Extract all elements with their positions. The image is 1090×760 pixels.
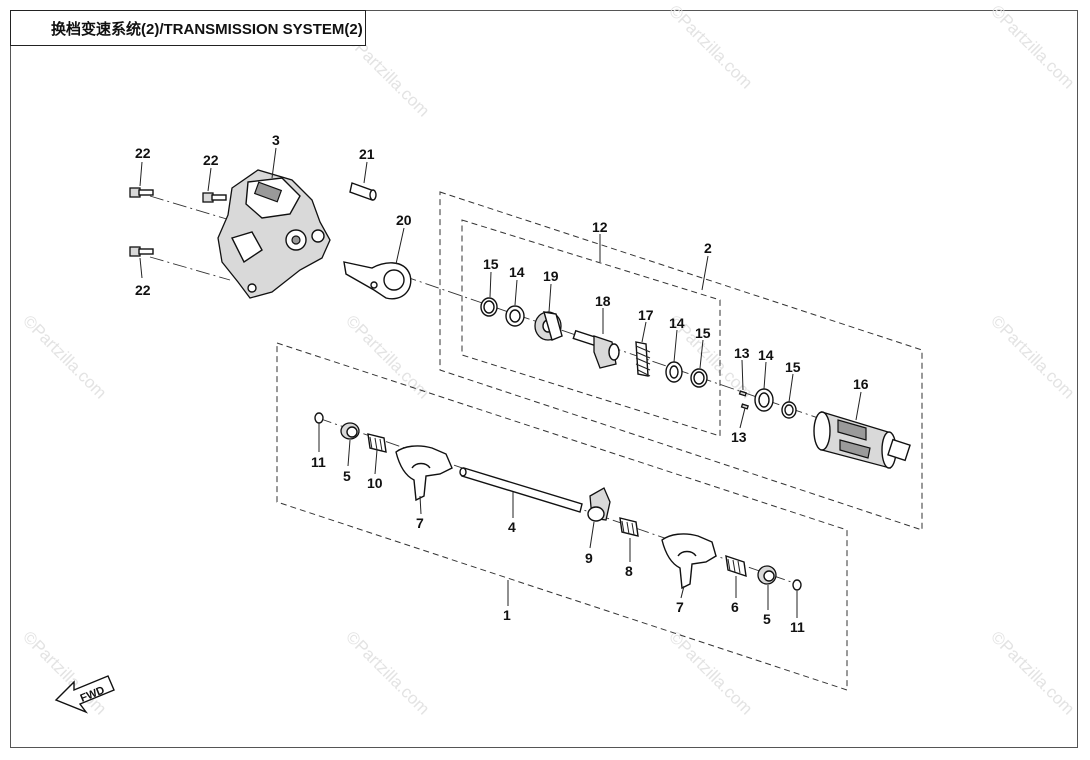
callout-7: 7 — [416, 515, 424, 531]
part-11-clip-a — [314, 412, 324, 424]
leader-lines — [139, 147, 862, 618]
callout-22: 22 — [135, 145, 151, 161]
part-15-snap-ring-b — [690, 368, 708, 388]
watermark-text: ©Partzilla.com — [342, 627, 433, 718]
callout-1: 1 — [503, 607, 511, 623]
callout-5: 5 — [763, 611, 771, 627]
watermark-text: ©Partzilla.com — [987, 311, 1078, 402]
callout-21: 21 — [359, 146, 375, 162]
watermark-text: ©Partzilla.com — [342, 311, 433, 402]
callout-17: 17 — [638, 307, 654, 323]
callout-14: 14 — [758, 347, 774, 363]
callout-8: 8 — [625, 563, 633, 579]
callout-20: 20 — [396, 212, 412, 228]
page-title: 换档变速系统(2)/TRANSMISSION SYSTEM(2) — [51, 20, 363, 38]
part-5-collar-b — [757, 565, 777, 585]
bolt-22-top-left — [129, 187, 154, 198]
watermark-text: ©Partzilla.com — [19, 311, 110, 402]
part-7-fork-a — [395, 445, 453, 502]
bolt-22-top — [202, 192, 227, 203]
callout-11: 11 — [311, 454, 326, 470]
part-4-fork-shaft — [459, 467, 583, 513]
callout-15: 15 — [785, 359, 801, 375]
callout-22: 22 — [203, 152, 219, 168]
group-2-outline — [439, 191, 923, 531]
callout-11: 11 — [790, 619, 805, 635]
watermark-text: ©Partzilla.com — [665, 627, 756, 718]
callouts: 22 22 22 3 21 20 12 2 15 14 19 18 17 14 … — [135, 132, 869, 635]
part-20-plate-arm — [343, 261, 412, 300]
callout-19: 19 — [543, 268, 559, 284]
watermark-text: ©Partzilla.com — [19, 627, 110, 718]
part-9-fork-block — [587, 487, 611, 522]
part-10-spring — [367, 433, 387, 453]
part-17-spring — [635, 341, 651, 377]
callout-9: 9 — [585, 550, 593, 566]
drawing-frame — [10, 10, 1078, 748]
group-1-outline — [276, 342, 848, 691]
callout-18: 18 — [595, 293, 611, 309]
part-5-collar-a — [340, 422, 360, 440]
part-8-spring — [619, 517, 639, 537]
watermarks: ©Partzilla.com ©Partzilla.com ©Partzilla… — [19, 1, 1078, 718]
callout-7: 7 — [676, 599, 684, 615]
title-box: 换档变速系统(2)/TRANSMISSION SYSTEM(2) — [10, 10, 366, 46]
part-18-shaft — [572, 329, 620, 369]
part-6-spring — [725, 554, 747, 578]
callout-13: 13 — [731, 429, 747, 445]
part-11-clip-b — [792, 579, 802, 591]
callout-3: 3 — [272, 132, 280, 148]
group-12-outline — [461, 219, 721, 437]
callout-15: 15 — [483, 256, 499, 272]
watermark-text: ©Partzilla.com — [665, 1, 756, 92]
callout-10: 10 — [367, 475, 383, 491]
callout-15: 15 — [695, 325, 711, 341]
callout-2: 2 — [704, 240, 712, 256]
callout-4: 4 — [508, 519, 516, 535]
callout-5: 5 — [343, 468, 351, 484]
part-13-pins — [738, 390, 749, 410]
bolt-22-bottom — [129, 246, 154, 257]
callout-12: 12 — [592, 219, 608, 235]
part-16-shift-drum — [813, 411, 911, 469]
part-15-snap-ring-c — [781, 401, 797, 419]
part-7-fork-b — [661, 533, 717, 590]
part-19-collar — [534, 311, 563, 341]
callout-22: 22 — [135, 282, 151, 298]
part-14-washer-b — [665, 361, 683, 383]
part-21-dowel-pin — [349, 182, 377, 201]
watermark-text: ©Partzilla.com — [987, 1, 1078, 92]
callout-14: 14 — [509, 264, 525, 280]
callout-14: 14 — [669, 315, 685, 331]
part-14-washer-c — [754, 388, 774, 412]
watermark-text: ©Partzilla.com — [987, 627, 1078, 718]
callout-13: 13 — [734, 345, 750, 361]
part-15-snap-ring-a — [480, 297, 498, 317]
part-3-motor-housing — [217, 169, 331, 299]
callout-16: 16 — [853, 376, 869, 392]
part-14-washer-a — [505, 305, 525, 327]
callout-6: 6 — [731, 599, 739, 615]
